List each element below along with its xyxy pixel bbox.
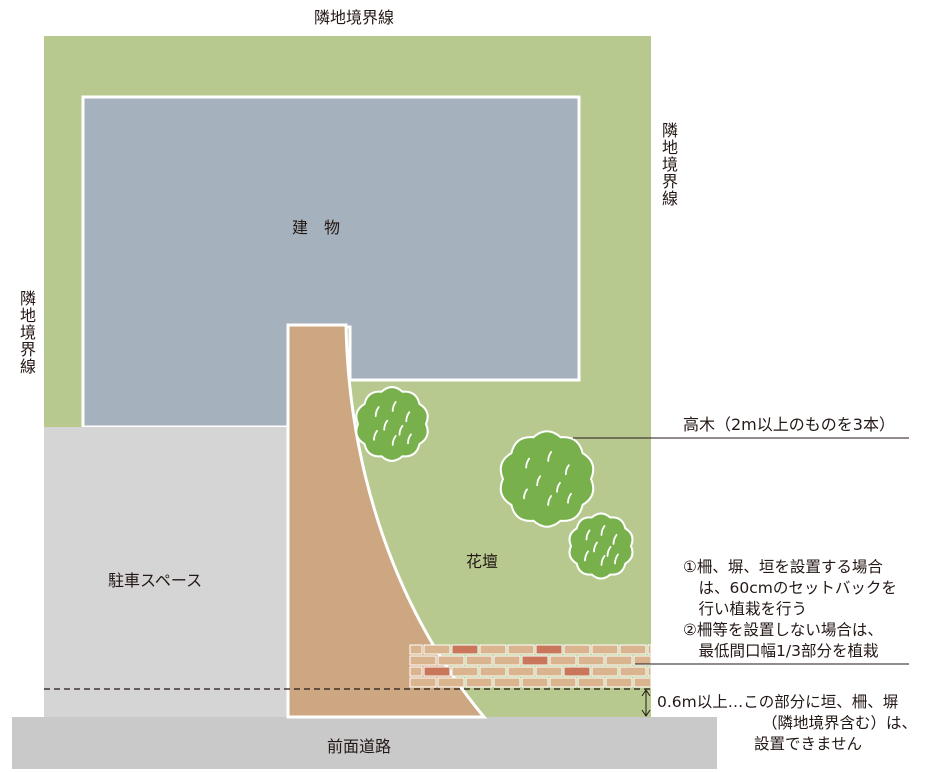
brick — [633, 677, 652, 688]
tree-highlight — [383, 419, 389, 431]
brick — [605, 677, 633, 688]
tree-highlight — [567, 492, 572, 504]
fence-rule-line: ②柵等を設置しない場合は、 — [683, 621, 883, 639]
flowerbed-label: 花壇 — [466, 552, 499, 571]
brick — [423, 666, 451, 677]
tree-highlight — [523, 488, 528, 500]
tree-highlight — [606, 546, 612, 557]
brick — [521, 655, 549, 666]
setback-rule-line: 0.6m以上…この部分に垣、柵、塀 — [657, 693, 899, 711]
setback-rule-line: （隣地境界含む）は、 — [762, 714, 918, 732]
setback-rule-line: 設置できません — [754, 735, 863, 753]
brick-planter — [409, 644, 652, 688]
tree-highlight — [525, 457, 531, 469]
tree-highlight — [614, 553, 619, 565]
brick — [465, 655, 493, 666]
tree-highlight — [373, 430, 378, 441]
tree-highlight — [547, 495, 553, 506]
parking-space — [44, 427, 288, 717]
fence-rule-line: は、60cmのセットバックを — [683, 579, 897, 597]
tree-highlight — [600, 525, 606, 536]
parking-label: 駐車スペース — [108, 571, 203, 590]
brick — [549, 677, 577, 688]
brick — [633, 655, 652, 666]
brick — [647, 644, 652, 655]
tree-highlight — [600, 555, 606, 566]
brick — [493, 677, 521, 688]
brick — [563, 666, 591, 677]
fence-rule-line: 最低間口幅1/3部分を植栽 — [683, 642, 879, 660]
boundary-label-left: 隣地境界線 — [17, 290, 36, 375]
brick — [437, 655, 465, 666]
brick — [577, 677, 605, 688]
tree-highlight — [398, 424, 404, 436]
fence-rule-note: ①柵、塀、垣を設置する場合 は、60cmのセットバックを 行い植栽を行う ②柵等… — [683, 557, 897, 662]
fence-rule-line: 行い植栽を行う — [683, 600, 808, 618]
fence-rule-line: ①柵、塀、垣を設置する場合 — [683, 558, 883, 576]
tree-1 — [355, 386, 429, 462]
brick — [465, 677, 493, 688]
tree-canopy — [568, 512, 634, 580]
brick — [451, 644, 479, 655]
building-label: 建 物 — [292, 218, 341, 237]
brick — [521, 677, 549, 688]
brick — [605, 655, 633, 666]
front-road — [12, 717, 717, 769]
brick — [409, 677, 437, 688]
brick — [479, 666, 507, 677]
tree-highlight — [407, 433, 412, 445]
brick — [451, 666, 479, 677]
brick — [591, 666, 619, 677]
tree-highlight — [584, 550, 589, 562]
tree-highlight — [593, 541, 598, 553]
tree-highlight — [391, 401, 397, 412]
tree-highlight — [536, 475, 542, 487]
tree-2 — [499, 430, 595, 528]
brick — [423, 644, 451, 655]
tree-3 — [568, 512, 634, 580]
brick — [619, 666, 647, 677]
brick — [577, 655, 605, 666]
tall-trees-label: 高木（2m以上のものを3本） — [683, 415, 895, 434]
brick — [409, 655, 437, 666]
brick — [549, 655, 577, 666]
brick — [409, 644, 423, 655]
tree-highlight — [405, 411, 411, 423]
brick — [535, 666, 563, 677]
setback-rule-note: 0.6m以上…この部分に垣、柵、塀 （隣地境界含む）は、 設置できません — [657, 692, 917, 755]
road-label: 前面道路 — [327, 737, 392, 756]
boundary-label-right: 隣地境界線 — [659, 122, 678, 207]
brick — [647, 666, 652, 677]
tree-highlight — [547, 451, 553, 462]
brick — [493, 655, 521, 666]
brick — [507, 666, 535, 677]
brick — [591, 644, 619, 655]
boundary-label-top: 隣地境界線 — [314, 8, 395, 27]
brick — [563, 644, 591, 655]
tree-highlight — [612, 534, 618, 545]
brick — [619, 644, 647, 655]
brick — [409, 666, 423, 677]
tree-highlight — [585, 529, 591, 541]
tree-highlight — [564, 464, 570, 476]
setback-arrow-down — [641, 709, 651, 717]
setback-arrow-up — [641, 689, 651, 697]
tree-canopy — [499, 430, 595, 528]
tree-highlight — [556, 481, 561, 493]
brick — [437, 677, 465, 688]
brick — [479, 644, 507, 655]
tree-highlight — [391, 435, 397, 446]
walkway-path — [286, 323, 488, 719]
tree-highlight — [374, 406, 380, 417]
brick — [535, 644, 563, 655]
brick — [507, 644, 535, 655]
tree-canopy — [355, 386, 429, 462]
